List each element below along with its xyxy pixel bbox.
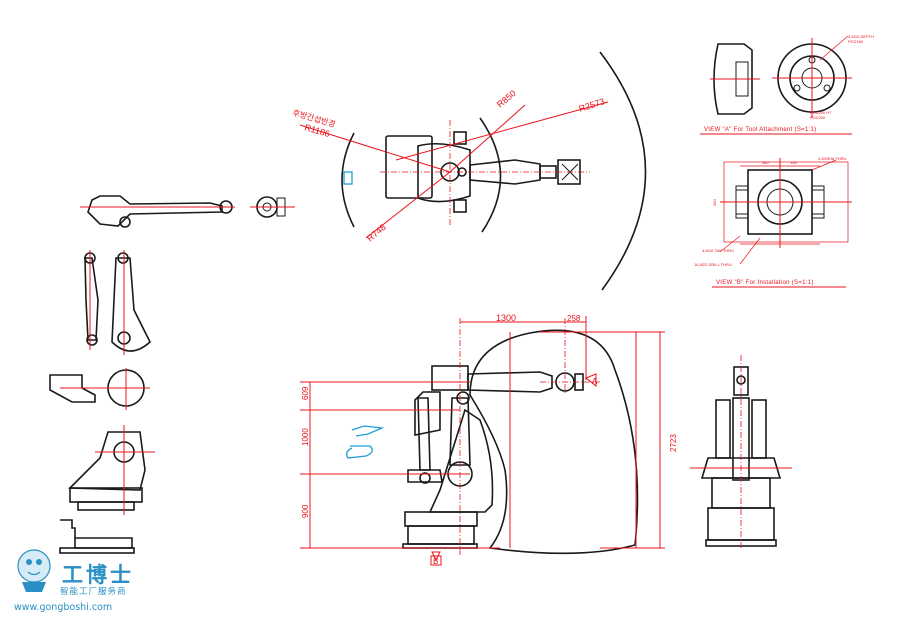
link-bar-b-top (117, 252, 129, 264)
view-b-leader-3 (739, 237, 761, 265)
base-floor-plate (402, 543, 478, 549)
label-dim-900: 900 (301, 504, 310, 518)
label-r850: R850 (495, 88, 518, 109)
watermark-url: www.gongboshi.com (14, 602, 112, 613)
dim-line-r2573 (395, 101, 609, 161)
base-plinth (407, 525, 475, 545)
upper-arm-housing (431, 365, 469, 391)
hand-annotation (346, 425, 385, 459)
mascot-smile (27, 571, 41, 576)
arm-part-joint-a (119, 216, 131, 228)
dim-line-r748 (365, 171, 451, 239)
link-joint (419, 472, 431, 484)
view-a-leader-1 (819, 35, 849, 61)
watermark-subtitle: 智能工厂服务商 (60, 586, 127, 597)
view-a-note-3: PCD200 H7 (810, 110, 832, 115)
view-a-caption: VIEW "A" For Tool Attachment (S=1:1) (704, 127, 817, 133)
reach-arc-inner (479, 117, 502, 233)
mascot-eye-left (26, 559, 32, 565)
mascot-body (22, 582, 46, 592)
view-b-tabs (736, 189, 824, 215)
front-shoulder (700, 457, 782, 479)
view-b-dim-1: 380 (762, 160, 769, 165)
base-column (68, 431, 146, 491)
view-a-bolt-3 (823, 84, 831, 92)
view-a-marker: A (592, 377, 598, 386)
view-b-note-1: 2-Ø20H8 THRU (818, 156, 846, 161)
view-a-detail: 3-M10 DEPTH PCD160 PCD200 H7 PCD250 VIEW… (700, 34, 874, 135)
forearm (467, 371, 553, 393)
link-bar-a-bottom (86, 334, 98, 346)
watermark-logo: 工博士 智能工厂服务商 www.gongboshi.com (14, 549, 134, 613)
dim-line-r1186 (299, 124, 451, 173)
base-frame (428, 408, 494, 513)
label-r2573: R2573 (578, 96, 606, 114)
view-b-dim-2: 150 (790, 160, 797, 165)
label-dim-1300: 1300 (496, 313, 516, 323)
link-bar-a (84, 257, 99, 341)
base-platform-floor (59, 547, 135, 554)
view-a-note-4: PCD250 (810, 115, 826, 120)
view-b-marker: B (433, 557, 438, 566)
rear-bracket (407, 469, 443, 483)
arm-part-side (87, 195, 223, 227)
top-plan-view: R2573 R850 R1186 후방간섭반경 R748 (291, 51, 647, 291)
dim-line-r850 (449, 104, 526, 173)
main-side-view: 1300 258 609 1000 900 2723 A B (300, 313, 678, 566)
view-a-note-1: 3-M10 DEPTH (848, 34, 874, 39)
mascot-eye-right (36, 559, 42, 565)
elbow-joint (456, 391, 470, 405)
turret-bottom-cap (453, 199, 467, 213)
view-b-leader-1 (811, 159, 837, 171)
link-bar-b (111, 257, 151, 352)
front-arm-left (715, 399, 731, 459)
tool-bracket (49, 374, 96, 403)
base-turntable (404, 511, 478, 527)
turret-top-cap (453, 131, 467, 145)
part-views-left (49, 195, 295, 554)
base-body (385, 135, 433, 199)
arm-upper (469, 159, 541, 185)
mascot-icon (17, 549, 51, 583)
view-b-note-3: 16-Ø22 DRILL THRU (694, 262, 732, 267)
view-b-caption: VIEW "B" For Installation (S=1:1) (716, 280, 814, 286)
label-dim-1000: 1000 (301, 428, 310, 446)
view-a-arrow (585, 373, 597, 388)
view-b-box (430, 555, 442, 566)
label-dim-258: 258 (567, 314, 581, 323)
view-b-note-2: 4-M16 TAP THRU (702, 248, 734, 253)
watermark-title: 工博士 (62, 562, 134, 587)
view-a-side (713, 43, 753, 115)
view-b-detail: 2-Ø20H8 THRU 4-M16 TAP THRU 16-Ø22 DRILL… (694, 156, 852, 288)
view-a-note-2: PCD160 (848, 39, 864, 44)
view-b-leader-2 (719, 235, 741, 253)
front-wrist-joint (736, 375, 746, 385)
front-arm-right (751, 399, 767, 459)
reach-arc-outer (599, 51, 647, 291)
turret (417, 142, 471, 203)
view-a-bolt-2 (793, 84, 801, 92)
base-column-foot (77, 501, 135, 511)
label-dim-609: 609 (301, 386, 310, 400)
label-r748: R748 (365, 222, 388, 243)
work-envelope (469, 329, 639, 555)
rear-interference-arc (341, 132, 355, 228)
view-b-dim-3: 390 (712, 199, 717, 206)
base-platform (60, 519, 133, 549)
annotation-bracket (343, 171, 353, 185)
counterweight-arm (414, 391, 441, 436)
lower-arm (449, 397, 471, 466)
label-dim-2723: 2723 (669, 434, 678, 452)
front-view (690, 355, 792, 550)
